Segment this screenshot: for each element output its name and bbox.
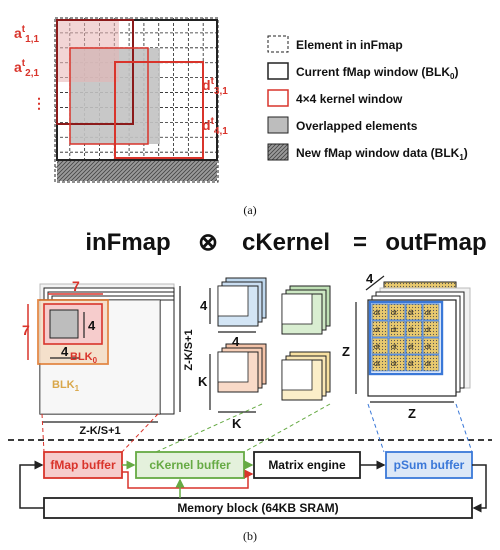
outfmap-label-z-bottom: Z: [408, 406, 416, 421]
infmap-label-7-top: 7: [72, 278, 80, 294]
legend-text-kernel: 4×4 kernel window: [296, 92, 403, 106]
label-d31: dt3,1: [202, 76, 228, 97]
outfmap-cell: [371, 320, 389, 338]
kernel-window-3: [69, 47, 149, 145]
outfmap-cell: [405, 320, 423, 338]
infmap-label-7-left: 7: [22, 322, 30, 338]
outfmap-cell: [405, 337, 423, 355]
outfmap-cell-label: dt: [374, 327, 380, 334]
label-d41: dt4,1: [202, 116, 228, 137]
psum-buffer-label: pSum buffer: [394, 458, 465, 472]
ckernel-label-k-bottom: K: [232, 416, 242, 431]
infmap-label-4-bottom: 4: [61, 344, 69, 359]
outfmap-cell: [371, 337, 389, 355]
outfmap-cell-label: dt: [408, 344, 414, 351]
label-a21: at2,1: [14, 58, 39, 79]
ckernel-buffer-label: cKernel buffer: [149, 458, 231, 472]
fmap-buffer-label: fMap buffer: [50, 458, 116, 472]
outfmap-cell-label: dt: [374, 361, 380, 368]
outfmap-label-z-left: Z: [342, 344, 350, 359]
panel-a-labels: at1,1 at2,1 ⋮ dt3,1 dt4,1: [14, 24, 228, 137]
ckernel-label-4-left: 4: [200, 298, 208, 313]
outfmap-cell: [388, 337, 406, 355]
legend-swatch-element: [267, 35, 289, 53]
outfmap-cell-label: dt: [408, 327, 414, 334]
equation-outfmap: outFmap: [385, 229, 486, 256]
blk1-label: BLK1: [52, 379, 80, 393]
legend-text-new-window: New fMap window data (BLK1): [296, 146, 468, 162]
legend-swatch-current-window: [267, 62, 289, 80]
legend-swatch-new-window: [267, 143, 289, 161]
label-dots: ⋮: [32, 95, 46, 111]
panel-a-grid: [54, 17, 219, 183]
outfmap-cell: [388, 354, 406, 372]
outfmap-cell-label: dt: [408, 361, 414, 368]
matrix-engine-label: Matrix engine: [268, 458, 346, 472]
ckernel-cube-yellow: [281, 351, 331, 401]
outfmap-cell-label: dt: [391, 327, 397, 334]
psum-buffer-box: [385, 451, 473, 479]
outfmap-cell-label: dt: [374, 344, 380, 351]
outfmap-cell: [371, 354, 389, 372]
outfmap-cell: [371, 303, 389, 321]
outfmap-cell-label: dt: [391, 310, 397, 317]
outfmap-cell-label: dt: [425, 327, 431, 334]
outfmap-cell: [388, 303, 406, 321]
legend-swatch-overlap: [267, 116, 289, 134]
ckernel-cube-green: [281, 285, 331, 335]
blk0-inner: [49, 309, 79, 339]
outfmap-cell: [422, 337, 440, 355]
infmap-label-4-right: 4: [88, 318, 96, 333]
label-a11: at1,1: [14, 24, 39, 45]
equation: inFmap ⊗ cKernel = outFmap: [85, 229, 486, 256]
outfmap-cell: [422, 354, 440, 372]
outfmap-cell-label: dt: [374, 310, 380, 317]
outfmap-cell-label: dt: [425, 344, 431, 351]
kernel-window-2: [114, 61, 204, 159]
outfmap-cell-label: dt: [391, 344, 397, 351]
legend-text-element: Element in inFmap: [296, 38, 403, 52]
outfmap-cell-label: dt: [425, 310, 431, 317]
ckernel-cubes: [209, 277, 331, 413]
outfmap-stack: dt dt dt dt dt dt dt dt dt dt dt dt dt dt dt dt: [355, 275, 471, 403]
infmap-stack: [27, 283, 181, 423]
memory-block-label: Memory block (64KB SRAM): [177, 501, 338, 515]
outfmap-cell-label: dt: [391, 361, 397, 368]
legend-swatch-kernel: [267, 89, 289, 107]
ckernel-label-4-bottom: 4: [232, 334, 240, 349]
outfmap-cell: [422, 303, 440, 321]
equation-convolve: ⊗: [198, 229, 218, 256]
outfmap-cell: [405, 354, 423, 372]
outfmap-cell: [405, 303, 423, 321]
outfmap-label-4: 4: [366, 271, 374, 286]
legend-text-current-window: Current fMap window (BLK0): [296, 65, 458, 81]
kernel-window-1: [56, 19, 134, 125]
outfmap-cell: [422, 320, 440, 338]
outfmap-cell-label: dt: [408, 310, 414, 317]
legend: Element in inFmap Current fMap window (B…: [267, 35, 468, 162]
matrix-engine-box: [253, 451, 361, 479]
infmap-dim-bottom: Z-K/S+1: [79, 425, 120, 437]
ckernel-cube-orange: [217, 343, 267, 393]
infmap-dim-side: Z-K/S+1: [183, 329, 195, 370]
blk0-label: BLK0: [70, 351, 98, 365]
ckernel-buffer-box: [135, 451, 245, 479]
hardware-blocks: [19, 451, 487, 519]
caption-a: (a): [243, 203, 256, 217]
kernel-window-shade: [57, 20, 119, 82]
new-window-data-region: [57, 161, 217, 181]
equation-equals: =: [353, 229, 367, 256]
equation-ckernel: cKernel: [242, 229, 330, 256]
legend-text-overlap: Overlapped elements: [296, 119, 418, 133]
ckernel-cube-blue: [217, 277, 267, 327]
caption-b: (b): [243, 529, 257, 543]
outfmap-cell: [388, 320, 406, 338]
outfmap-cell-label: dt: [425, 361, 431, 368]
equation-infmap: inFmap: [85, 229, 170, 256]
ckernel-label-k-left: K: [198, 374, 208, 389]
